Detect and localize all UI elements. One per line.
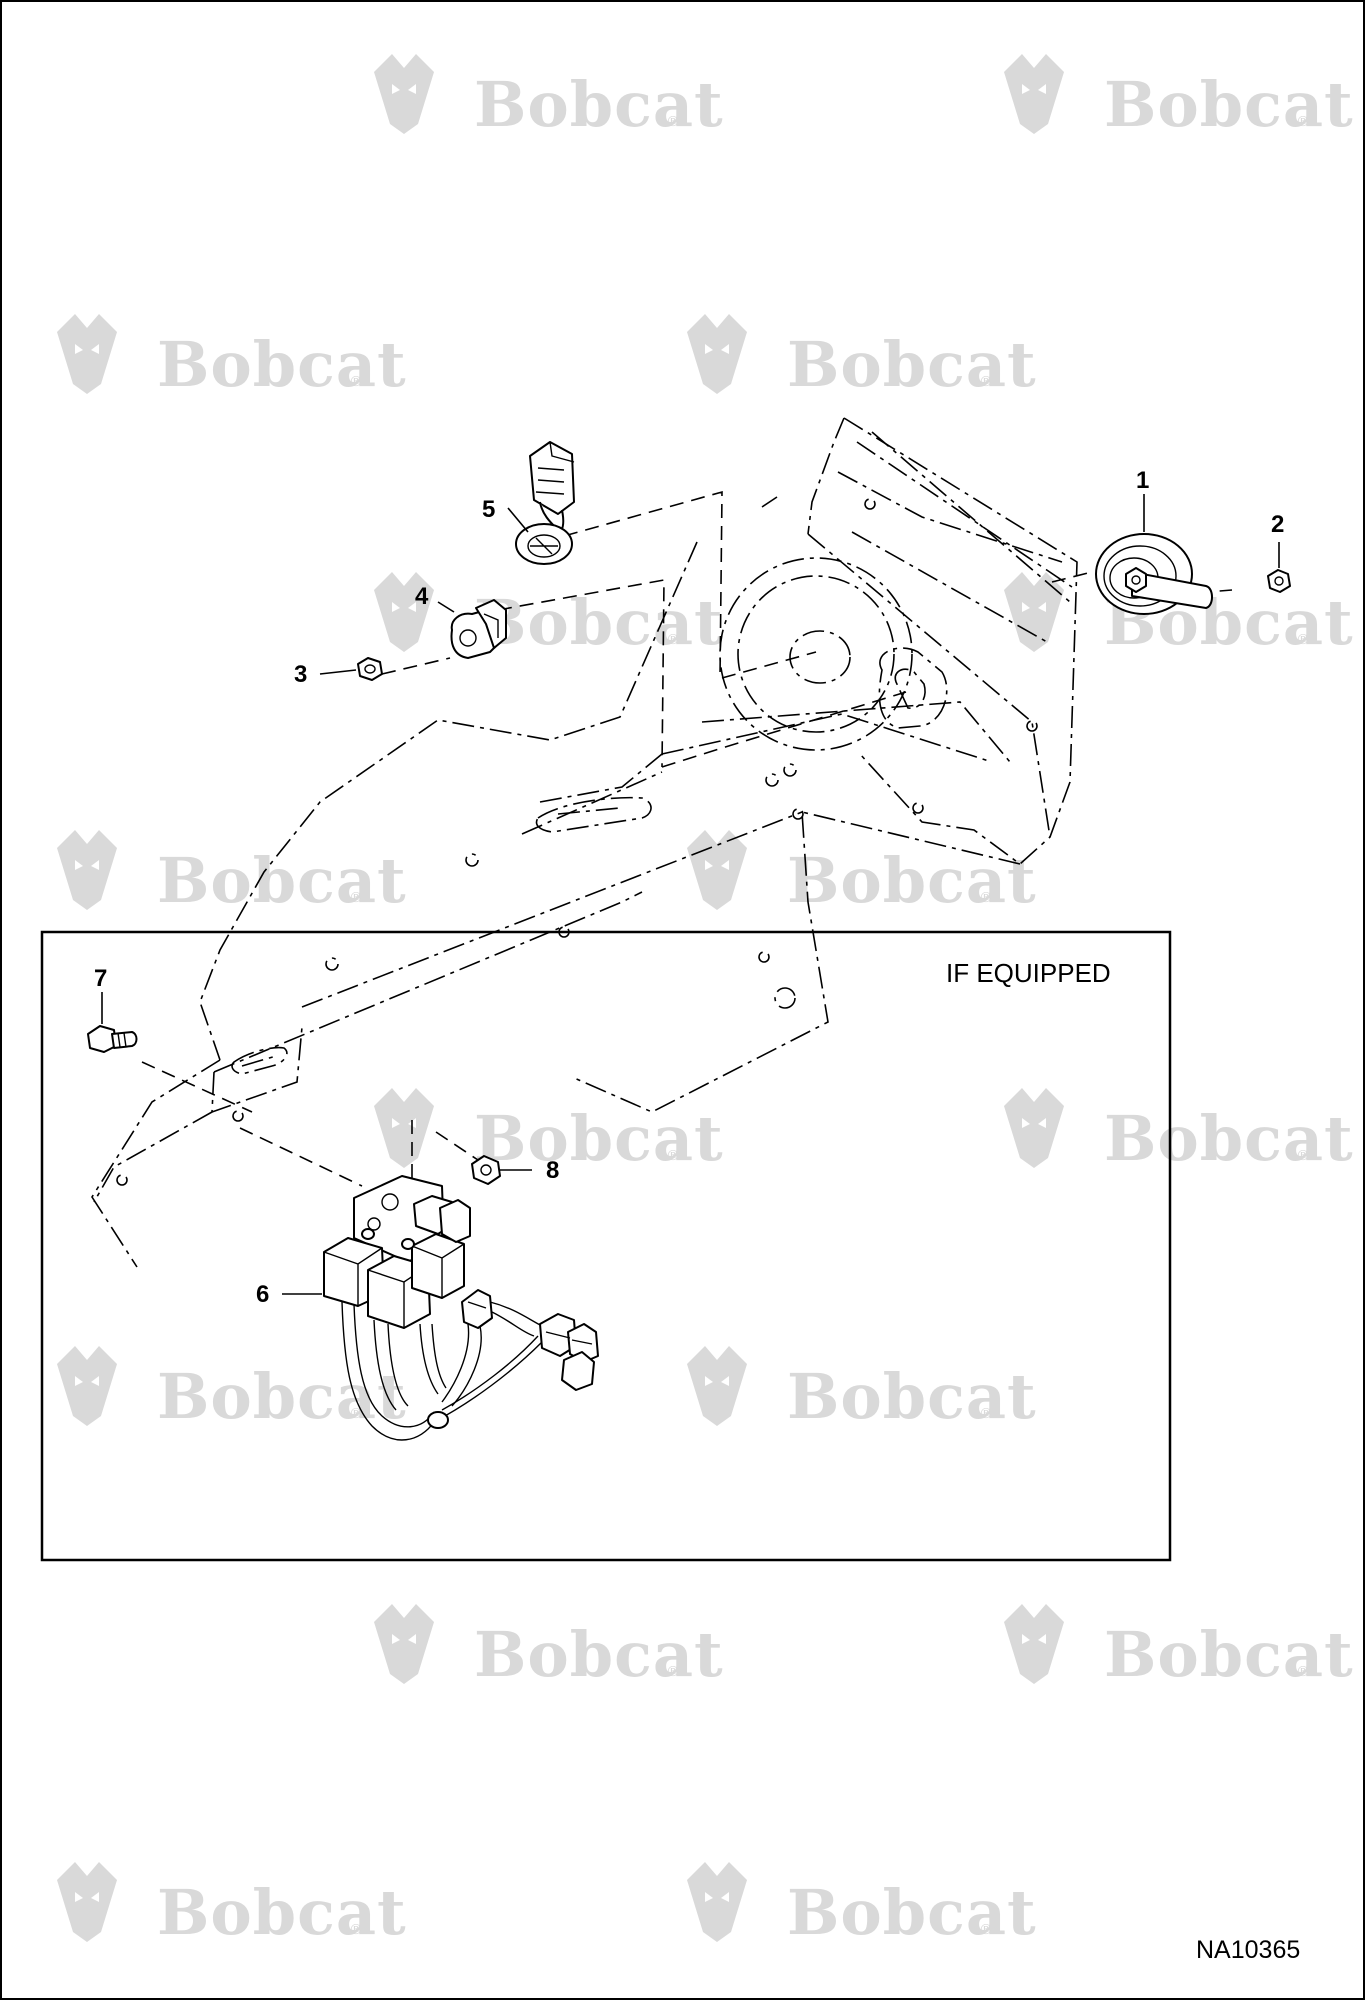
if-equipped-inset-box xyxy=(40,930,1172,1562)
callout-numbers: 1 2 3 4 5 6 7 8 xyxy=(94,467,1284,1308)
watermark-reg-mark: ® xyxy=(979,1922,993,1938)
watermark-text: Bobcat xyxy=(157,1876,407,1949)
watermark-text: Bobcat xyxy=(1104,1618,1354,1691)
watermark-reg-mark: ® xyxy=(666,632,680,648)
watermark-reg-mark: ® xyxy=(349,1922,363,1938)
bobcat-logo-icon xyxy=(687,1862,747,1942)
watermark: Bobcat ® xyxy=(687,314,1037,401)
watermark-reg-mark: ® xyxy=(1296,632,1310,648)
watermark-text: Bobcat xyxy=(474,68,724,141)
watermark-text: Bobcat xyxy=(787,328,1037,401)
watermark-reg-mark: ® xyxy=(666,1664,680,1680)
drawing-number: NA10365 xyxy=(1196,1936,1300,1964)
watermark: Bobcat ® xyxy=(374,1604,724,1691)
watermark-reg-mark: ® xyxy=(979,374,993,390)
part-8-nut xyxy=(471,1155,501,1185)
bobcat-logo-icon xyxy=(687,830,747,910)
bobcat-logo-icon xyxy=(1004,1088,1064,1168)
watermark-reg-mark: ® xyxy=(979,890,993,906)
callout-8: 8 xyxy=(546,1157,559,1184)
watermark-layer: Bobcat ® Bobcat ® Bobcat ® Bobcat ® Bobc… xyxy=(57,54,1354,1949)
watermark-text: Bobcat xyxy=(787,1360,1037,1433)
bobcat-logo-icon xyxy=(374,54,434,134)
watermark-reg-mark: ® xyxy=(349,374,363,390)
watermark-text: Bobcat xyxy=(1104,68,1354,141)
watermark-reg-mark: ® xyxy=(1296,1664,1310,1680)
bobcat-logo-icon xyxy=(1004,1604,1064,1684)
part-3-nut xyxy=(357,657,383,681)
part-1-horn xyxy=(1095,533,1213,615)
watermark: Bobcat ® xyxy=(1004,1604,1354,1691)
bobcat-logo-icon xyxy=(57,1346,117,1426)
bobcat-logo-icon xyxy=(374,1604,434,1684)
watermark: Bobcat ® xyxy=(57,314,407,401)
watermark-text: Bobcat xyxy=(157,844,407,917)
watermark-text: Bobcat xyxy=(474,1618,724,1691)
part-7-bolt xyxy=(87,1025,138,1053)
callout-1: 1 xyxy=(1136,467,1149,494)
bobcat-logo-icon xyxy=(57,1862,117,1942)
bobcat-logo-icon xyxy=(1004,572,1064,652)
watermark-reg-mark: ® xyxy=(349,1406,363,1422)
bobcat-logo-icon xyxy=(1004,54,1064,134)
if-equipped-label: IF EQUIPPED xyxy=(946,958,1111,988)
watermark: Bobcat ® xyxy=(687,1862,1037,1949)
watermark-reg-mark: ® xyxy=(349,890,363,906)
callout-7: 7 xyxy=(94,965,107,992)
bobcat-logo-icon xyxy=(57,830,117,910)
watermark-reg-mark: ® xyxy=(666,114,680,130)
watermark: Bobcat ® xyxy=(687,1346,1037,1433)
watermark: Bobcat ® xyxy=(57,1862,407,1949)
watermark-text: Bobcat xyxy=(787,844,1037,917)
watermark-text: Bobcat xyxy=(157,328,407,401)
watermark: Bobcat ® xyxy=(374,1088,724,1175)
watermark: Bobcat ® xyxy=(1004,54,1354,141)
watermark: Bobcat ® xyxy=(1004,1088,1354,1175)
part-4-clamp-bracket xyxy=(450,599,507,659)
watermark-text: Bobcat xyxy=(474,1102,724,1175)
watermark: Bobcat ® xyxy=(374,54,724,141)
watermark-text: Bobcat xyxy=(474,586,724,659)
machine-frame-phantom xyxy=(91,417,1078,1268)
watermark-reg-mark: ® xyxy=(1296,114,1310,130)
callout-4: 4 xyxy=(415,583,429,610)
watermark: Bobcat ® xyxy=(374,572,724,659)
part-5-connector-switch xyxy=(515,441,575,565)
callout-leaders xyxy=(101,494,1280,1295)
callout-2: 2 xyxy=(1271,511,1284,538)
watermark-reg-mark: ® xyxy=(666,1148,680,1164)
watermark: Bobcat ® xyxy=(57,830,407,917)
callout-3: 3 xyxy=(294,661,307,688)
bobcat-logo-icon xyxy=(374,1088,434,1168)
watermark: Bobcat ® xyxy=(687,830,1037,917)
watermark: Bobcat ® xyxy=(57,1346,407,1433)
part-6-relay-harness xyxy=(323,1175,599,1441)
bobcat-logo-icon xyxy=(687,1346,747,1426)
bobcat-logo-icon xyxy=(57,314,117,394)
watermark-reg-mark: ® xyxy=(979,1406,993,1422)
callout-5: 5 xyxy=(482,496,495,523)
part-2-nut xyxy=(1267,569,1291,593)
callout-6: 6 xyxy=(256,1281,269,1308)
hidden-assembly-lines xyxy=(141,490,1233,1192)
watermark-text: Bobcat xyxy=(157,1360,407,1433)
watermark-reg-mark: ® xyxy=(1296,1148,1310,1164)
watermark-text: Bobcat xyxy=(1104,1102,1354,1175)
watermark-text: Bobcat xyxy=(787,1876,1037,1949)
bobcat-logo-icon xyxy=(687,314,747,394)
